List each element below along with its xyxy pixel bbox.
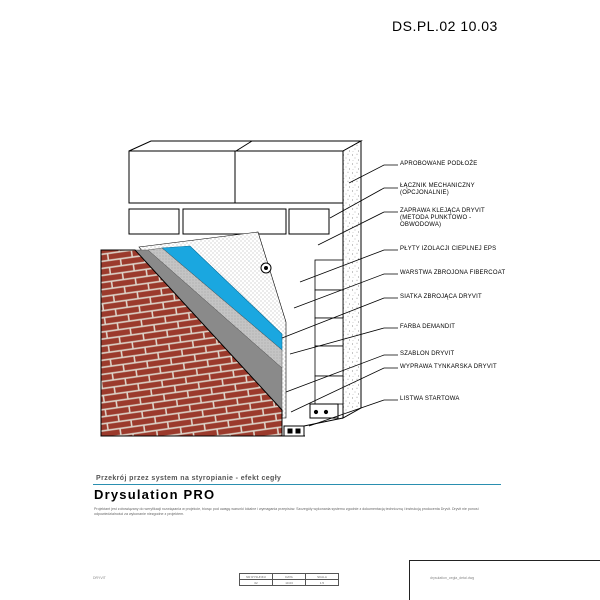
- label-mesh: SIATKA ZBROJĄCA DRYVIT: [400, 294, 482, 300]
- description-text: Projektant jest zobowiązany do weryfikac…: [94, 507, 479, 516]
- title-block-value: 10.03: [272, 579, 306, 586]
- label-render: WYPRAWA TYNKARSKA DRYVIT: [400, 364, 497, 370]
- footer-right: drysulation_cegla_detal.dwg: [430, 576, 475, 580]
- label-paint: FARBA DEMANDIT: [400, 324, 456, 330]
- title-frame: [409, 560, 600, 600]
- section-subtitle: Przekrój przez system na styropianie - e…: [96, 475, 282, 482]
- label-approved-substrate: APROBOWANE PODŁOŻE: [400, 161, 478, 167]
- wall-blocks-top: [128, 140, 363, 204]
- label-eps-boards: PŁYTY IZOLACJI CIEPLNEJ EPS: [400, 246, 497, 252]
- label-template: SZABLON DRYVIT: [400, 351, 455, 357]
- label-mechanical-anchor: ŁĄCZNIK MECHANICZNY (OPCJONALNIE): [400, 183, 475, 196]
- title-block-value: 1:5: [305, 579, 339, 586]
- leader-lines: [281, 164, 398, 427]
- title-block: NR RYSUNKU DATA SKALA 02 10.03 1:5: [239, 573, 339, 586]
- drawing-code: DS.PL.02 10.03: [392, 18, 498, 34]
- footer-left: DRYVIT: [93, 576, 106, 580]
- brick-effect-face: [100, 249, 283, 437]
- starter-track: [282, 403, 344, 437]
- mechanical-anchor-icon: [260, 262, 272, 274]
- label-starter-track: LISTWA STARTOWA: [400, 396, 460, 402]
- wall-blocks-side: [314, 259, 344, 405]
- label-adhesive: ZAPRAWA KLEJĄCA DRYVIT (METODA PUNKTOWO …: [400, 208, 485, 228]
- system-title: Drysulation PRO: [94, 487, 216, 502]
- wall-edge: [342, 140, 362, 419]
- divider: [93, 484, 501, 485]
- label-fibercoat: WARSTWA ZBROJONA FIBERCOAT: [400, 270, 506, 276]
- wall-blocks-second: [128, 208, 330, 235]
- title-block-value: 02: [239, 579, 273, 586]
